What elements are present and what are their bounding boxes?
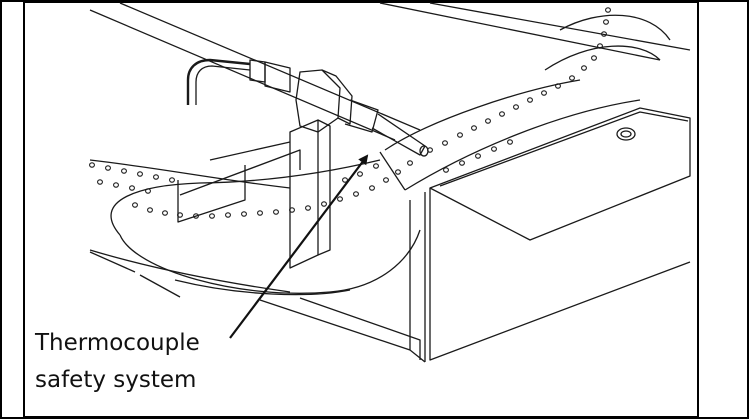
lower-box-2: [209, 141, 291, 161]
back-right-edge: [379, 2, 661, 61]
right-tube-bottom: [404, 99, 641, 191]
back-right-edge-2: [429, 2, 691, 51]
lower-box: [177, 165, 246, 223]
tube-end-2: [139, 274, 181, 298]
box-bottom-2: [259, 299, 411, 351]
bracket-flange: [317, 119, 331, 256]
tc-sleeve: [344, 99, 379, 133]
right-tube-top: [384, 79, 581, 151]
right-tube-ports: [427, 7, 611, 173]
elbow-inner: [119, 229, 421, 294]
callout-label-line-1: Thermocouple: [35, 330, 200, 356]
burner-drawing: [89, 2, 691, 363]
box-front-face: [429, 188, 691, 361]
tc-nut: [295, 69, 341, 133]
elbow-ports: [132, 160, 413, 219]
callout-label-line-2: safety system: [35, 367, 197, 393]
back-pan-edge: [89, 9, 396, 141]
bracket-plate: [289, 119, 319, 269]
box-bottom: [299, 297, 421, 360]
bracket-base: [179, 149, 301, 196]
box-top-rim: [439, 111, 689, 187]
lead-wire-inner: [195, 65, 251, 105]
left-tube-bottom: [89, 249, 291, 293]
tc-probe: [371, 113, 426, 156]
left-tube-top: [89, 159, 291, 189]
callout-arrow: [229, 154, 369, 339]
tube-end: [379, 151, 406, 191]
burner-ports: [89, 7, 611, 219]
right-tube-upper-curve-2: [544, 45, 661, 71]
box-hole-inner: [620, 130, 632, 138]
inner-border: [23, 1, 699, 418]
tube-end-3: [89, 251, 136, 273]
tc-nut-2: [321, 69, 353, 125]
back-pan-edge-2: [119, 2, 421, 131]
elbow-outer: [110, 159, 381, 236]
box-top-face: [429, 107, 691, 241]
elbow-inner-2: [174, 279, 351, 296]
right-tube-upper-curve: [559, 14, 671, 41]
box-hole: [616, 127, 636, 141]
lead-wire: [186, 58, 251, 105]
tc-fitting-2: [264, 61, 291, 93]
left-tube-ports: [89, 162, 175, 194]
